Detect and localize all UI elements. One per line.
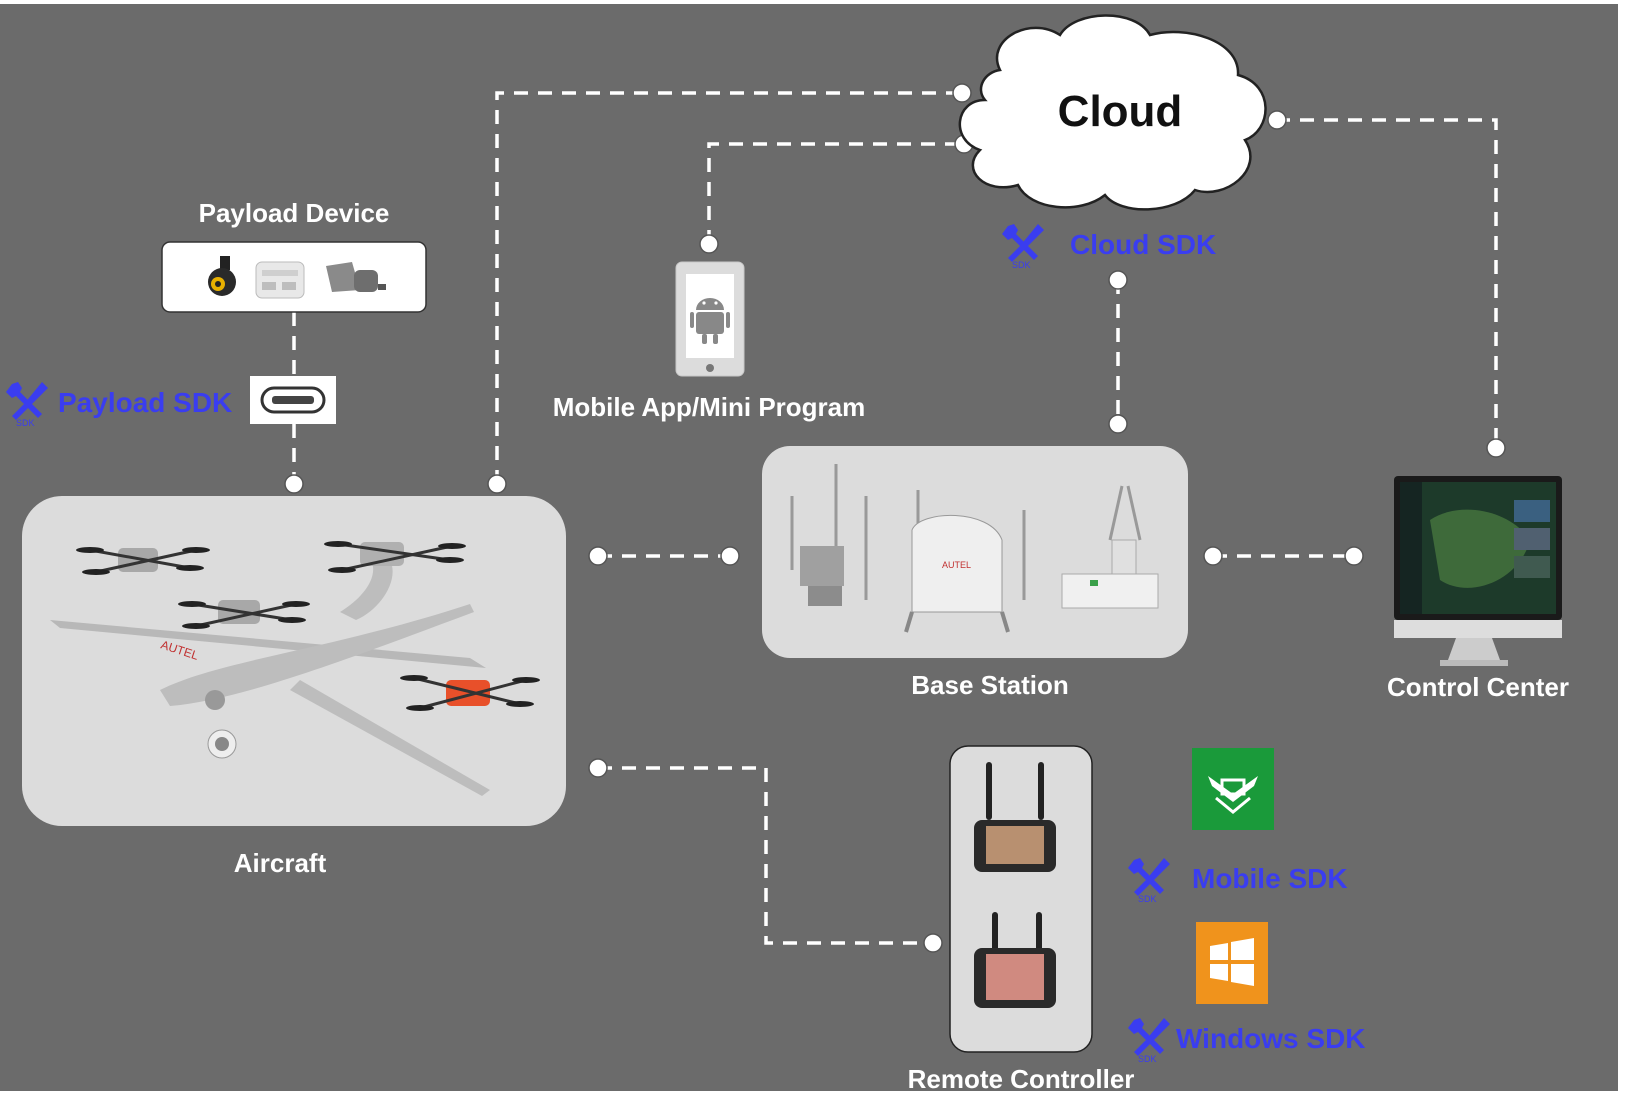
control-center-label: Control Center	[1387, 672, 1569, 702]
dot-base-top	[1108, 414, 1128, 434]
gimbal-camera-icon	[208, 256, 236, 296]
android-phone-icon	[675, 261, 745, 377]
dot-mobile	[699, 234, 719, 254]
antenna-dock-icon	[790, 464, 868, 606]
aircraft-panel: AUTEL	[22, 496, 566, 826]
quadcopter-icon	[76, 547, 210, 575]
connector-mobile-cloud	[707, 142, 962, 244]
quadcopter-icon	[324, 541, 466, 573]
mobile-app-label: Mobile App/Mini Program	[553, 392, 865, 422]
dot-cloudsdk	[1108, 270, 1128, 290]
payload-sdk: SDK Payload SDK	[6, 382, 232, 428]
remote-controller-label: Remote Controller	[908, 1064, 1135, 1094]
dot-control-left	[1344, 546, 1364, 566]
monitor-icon	[1394, 476, 1562, 666]
connector-aircraft-cloud	[495, 91, 961, 484]
cloud-sdk: SDK Cloud SDK	[1002, 224, 1216, 270]
windows-sdk-label: Windows SDK	[1176, 1023, 1366, 1054]
cloud-node: Cloud	[958, 14, 1267, 211]
dot-control-top	[1486, 438, 1506, 458]
base-station-panel: AUTEL	[762, 446, 1188, 658]
payload-device-label: Payload Device	[199, 198, 390, 228]
dot-cloud-1	[952, 83, 972, 103]
controller-device-icon	[974, 762, 1056, 872]
quadcopter-orange-icon	[400, 675, 540, 711]
payload-sdk-badge: SDK	[16, 418, 35, 428]
mobile-sdk-badge: SDK	[1138, 894, 1157, 904]
windows-logo-icon	[1196, 922, 1268, 1004]
mobile-sdk-label: Mobile SDK	[1192, 863, 1348, 894]
dot-base-left	[720, 546, 740, 566]
svg-text:AUTEL: AUTEL	[942, 560, 971, 570]
usb-c-port-icon	[250, 376, 336, 424]
relay-dock-icon	[1061, 485, 1159, 609]
dot-cloud-3	[1267, 110, 1287, 130]
dot-rc	[923, 933, 943, 953]
base-station-label: Base Station	[911, 670, 1069, 700]
quadcopter-icon	[178, 600, 310, 629]
cloud-sdk-badge: SDK	[1012, 260, 1031, 270]
payload-speaker-icon	[326, 262, 386, 292]
payload-box-icon	[255, 261, 305, 299]
aircraft-label: Aircraft	[234, 848, 327, 878]
autel-dock-icon: AUTEL	[904, 490, 1026, 633]
dot-aircraft-right	[487, 474, 507, 494]
dot-aircraft-mid	[588, 546, 608, 566]
payload-device-panel	[161, 241, 427, 313]
cloud-icon	[958, 14, 1267, 211]
payload-sdk-label: Payload SDK	[58, 387, 232, 418]
autel-app-icon	[1192, 748, 1274, 830]
dot-aircraft-left	[284, 474, 304, 494]
remote-controller-panel	[949, 745, 1093, 1053]
mobile-sdk: SDK Mobile SDK	[1128, 858, 1348, 904]
cloud-label: Cloud	[1058, 87, 1183, 136]
windows-sdk: SDK Windows SDK	[1128, 1018, 1366, 1064]
vtol-aircraft-icon: AUTEL	[50, 560, 490, 796]
connector-aircraft-rc	[598, 766, 933, 945]
controller-device-icon	[974, 912, 1056, 1008]
windows-sdk-badge: SDK	[1138, 1054, 1157, 1064]
dot-base-right	[1203, 546, 1223, 566]
dot-aircraft-low	[588, 758, 608, 778]
cloud-sdk-label: Cloud SDK	[1070, 229, 1216, 260]
connector-cloud-control	[1276, 118, 1498, 448]
